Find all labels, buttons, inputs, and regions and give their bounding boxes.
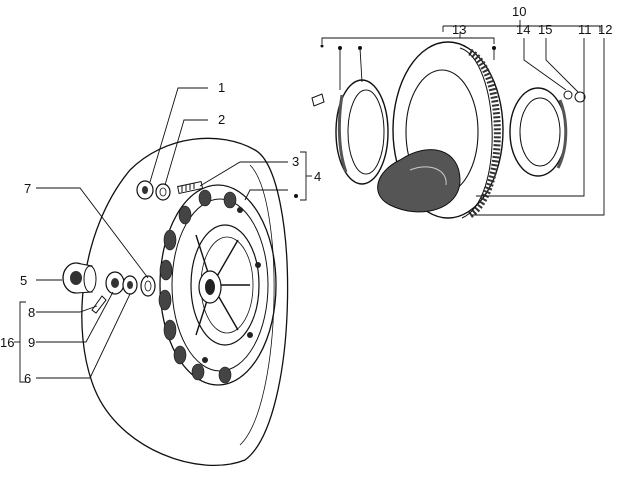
callout-13: 13 xyxy=(452,22,466,37)
hub-scallops xyxy=(158,189,237,384)
brake-drum xyxy=(190,224,260,346)
tire-outline xyxy=(81,137,289,467)
stud-part-3 xyxy=(177,180,204,195)
callout-8: 8 xyxy=(28,305,35,320)
callout-16: 16 xyxy=(0,335,14,350)
callout-3: 3 xyxy=(292,154,299,169)
nut-part-1 xyxy=(136,180,154,200)
callout-11: 11 xyxy=(578,22,592,37)
rim-half-right xyxy=(509,87,568,177)
callout-7: 7 xyxy=(24,181,31,196)
callout-14: 14 xyxy=(516,22,530,37)
small-parts xyxy=(62,180,204,314)
inner-tube xyxy=(377,149,461,213)
washer-part-2 xyxy=(155,183,171,201)
wheel-assembly xyxy=(81,137,289,467)
washer-part-14 xyxy=(563,90,573,100)
leader-lines xyxy=(14,20,605,383)
callout-4: 4 xyxy=(314,169,321,184)
callout-2: 2 xyxy=(218,112,225,127)
callout-5: 5 xyxy=(20,273,27,288)
tire-exploded xyxy=(311,41,586,219)
nut-part-15 xyxy=(574,91,586,103)
callout-15: 15 xyxy=(538,22,552,37)
callout-12: 12 xyxy=(598,22,612,37)
cotter-pin-part-8 xyxy=(91,295,107,314)
valve xyxy=(311,93,325,107)
callout-10: 10 xyxy=(512,4,526,19)
leader-dots xyxy=(294,44,496,198)
callout-6: 6 xyxy=(24,371,31,386)
hub-cap-part-5 xyxy=(62,262,97,294)
spacer-part-7 xyxy=(140,275,156,297)
callout-9: 9 xyxy=(28,335,35,350)
hub-rim xyxy=(159,184,277,386)
rim-half-left xyxy=(335,79,389,185)
washer-part-6 xyxy=(122,275,138,295)
castle-nut-part-9 xyxy=(105,271,125,295)
tire-inner-line xyxy=(239,164,275,446)
callout-labels: 1 2 3 4 5 6 7 8 9 10 11 12 13 14 15 16 xyxy=(0,4,612,386)
callout-1: 1 xyxy=(218,80,225,95)
